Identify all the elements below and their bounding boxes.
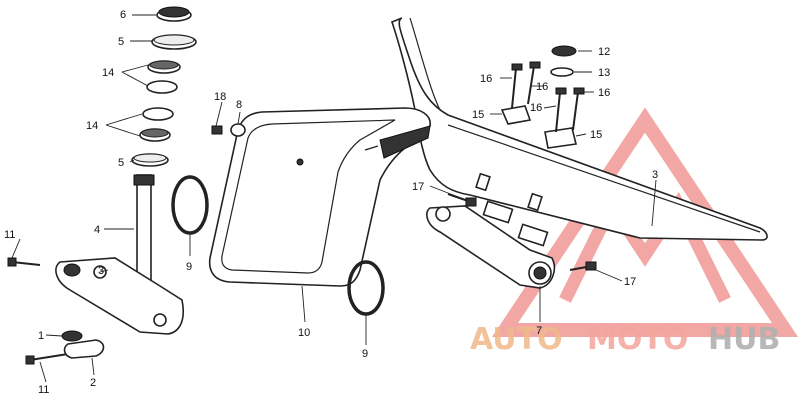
callout-9-right: 9 [362,348,368,360]
callout-1: 1 [38,330,44,342]
handlebar [391,17,768,241]
holder-bolts [511,61,585,133]
callout-9-left: 9 [186,261,192,273]
callout-17-left: 17 [412,181,424,193]
callout-10: 10 [298,327,310,339]
bar-end-cap [550,45,577,77]
callout-13: 13 [598,67,610,79]
callout-4: 4 [94,224,100,236]
callout-15-right: 15 [590,129,602,141]
callout-14-bottom: 14 [86,120,98,132]
top-bridge [426,200,556,289]
callout-18: 18 [214,91,226,103]
callout-11-bottom: 11 [38,384,49,396]
watermark-text: AUTO MOTO HUB [470,322,780,357]
callout-14-top: 14 [102,67,114,79]
callout-7: 7 [536,325,542,337]
head-bearing-stack-bottom [131,107,174,167]
lower-clamp [61,330,105,359]
steering-stem [55,174,184,335]
callout-16-c: 16 [530,102,542,114]
misc-bolts [7,123,597,365]
callout-17-right: 17 [624,276,636,288]
handlebar-holder-upper [500,105,577,149]
watermark-hub: HUB [708,322,780,357]
o-ring-right [347,260,385,316]
watermark-auto: AUTO [470,322,563,357]
callout-16-d: 16 [598,87,610,99]
head-bearing-stack-top [146,6,197,94]
callout-labels: 6 5 14 14 5 4 11 3 1 2 11 9 18 8 10 9 12… [4,9,658,396]
callout-5-top: 5 [118,36,124,48]
callout-8: 8 [236,99,242,111]
callout-5-bottom: 5 [118,157,124,169]
callout-16-a: 16 [480,73,492,85]
callout-16-b: 16 [536,81,548,93]
callout-3-bar: 3 [652,169,658,181]
callout-2: 2 [90,377,96,389]
callout-15-left: 15 [472,109,484,121]
callout-3-clamp: 3 [98,265,104,277]
o-ring-left [171,175,209,235]
watermark-moto: MOTO [587,322,688,357]
leader-lines [11,14,657,383]
callout-6: 6 [120,9,126,21]
callout-11-top: 11 [4,229,15,241]
callout-12: 12 [598,46,610,58]
